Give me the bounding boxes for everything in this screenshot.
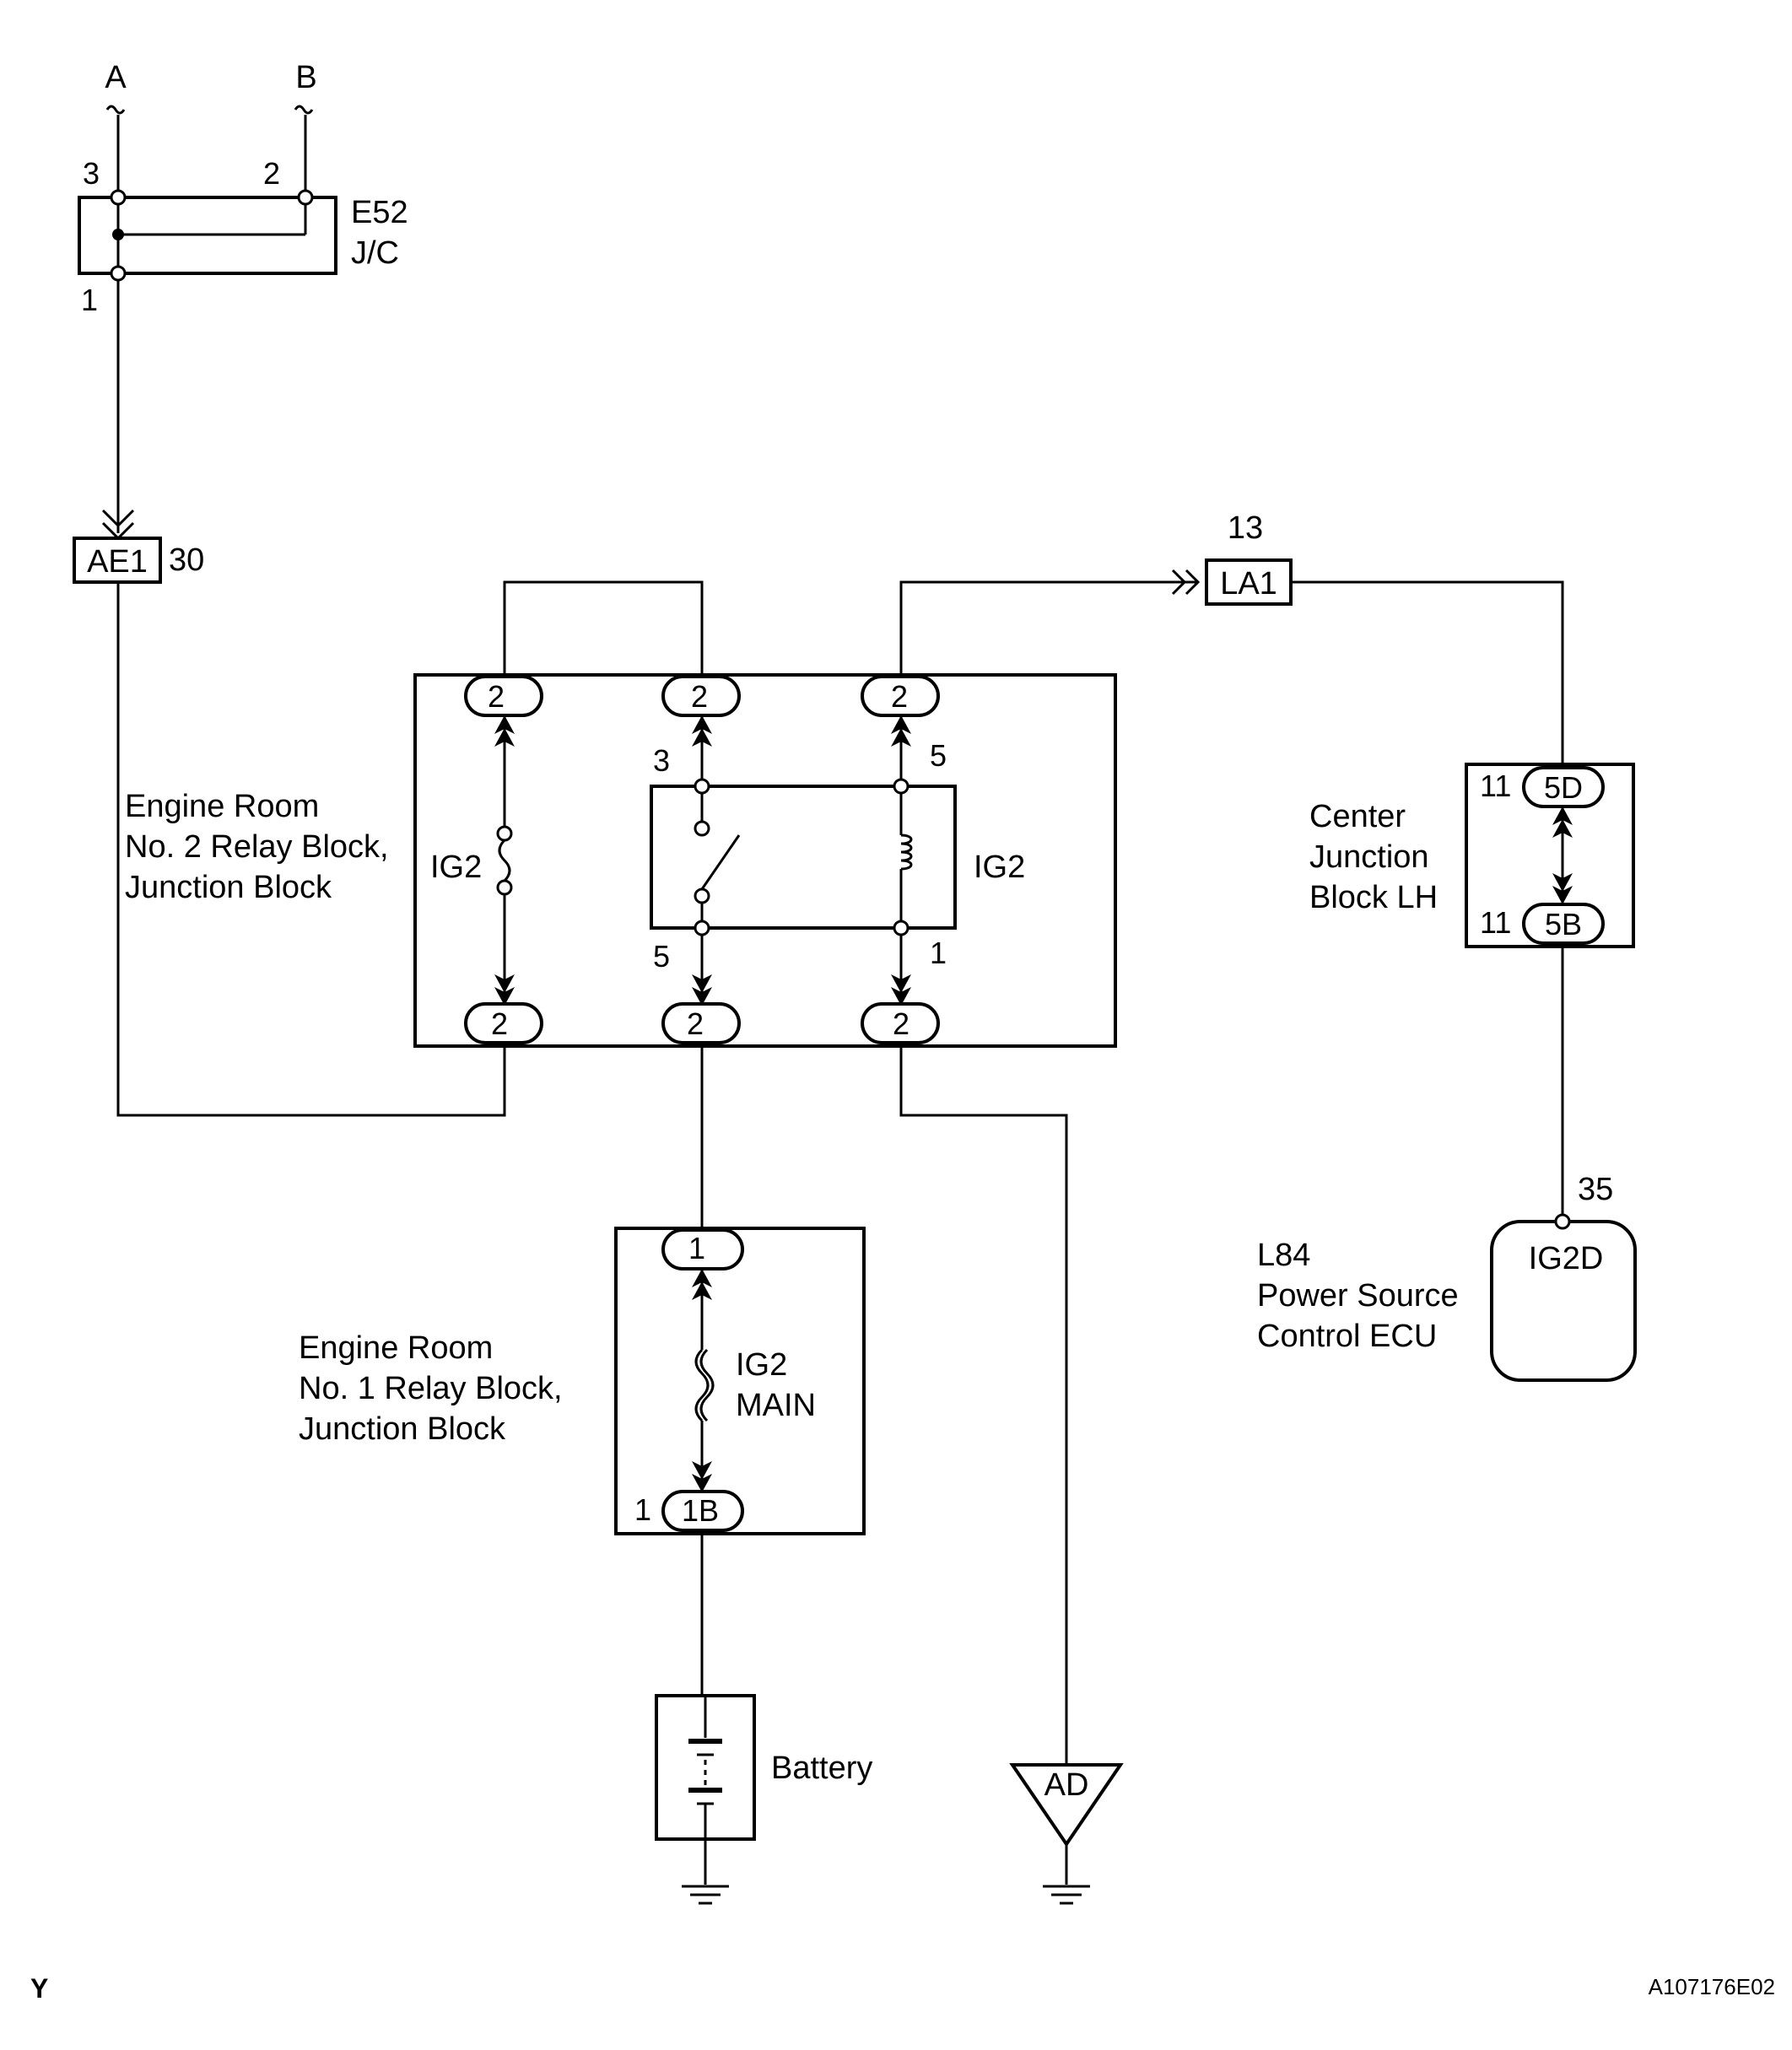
la1-pin: 13: [1228, 510, 1263, 546]
fuse-icon: [498, 839, 511, 882]
terminal-icon: [110, 265, 127, 282]
arrow-down-icon: [1552, 873, 1573, 892]
er2-fuse-label: IG2: [430, 850, 482, 885]
cjb-top-connector: 5D: [1522, 766, 1605, 808]
break-mark-icon: [294, 105, 314, 115]
ecu-name-line2: Control ECU: [1257, 1319, 1437, 1354]
relay-pin-5-bottom: 5: [653, 939, 670, 974]
e52-pin-3: 3: [83, 156, 100, 191]
er2-bottom-connector-3: 2: [861, 1002, 940, 1044]
ae1-code: AE1: [87, 544, 148, 580]
relay-switch-icon: [700, 834, 741, 890]
input-a: A: [105, 60, 127, 191]
svg-text:1: 1: [688, 1231, 705, 1265]
svg-text:2: 2: [687, 1006, 704, 1041]
e52-code: E52: [351, 195, 408, 230]
er1-top-connector: 1: [661, 1228, 744, 1270]
l84-power-source-control-ecu: IG2D 35: [1490, 1172, 1637, 1382]
ground-icon: [1043, 1885, 1090, 1905]
battery-label: Battery: [771, 1751, 872, 1786]
relay-pin-5-top: 5: [930, 738, 947, 773]
er1-bottom-connector: 1B: [661, 1490, 744, 1532]
er2-bottom-connector-2: 2: [661, 1002, 741, 1044]
e52-pin-2: 2: [263, 156, 280, 191]
arrow-up-icon: [692, 1269, 712, 1287]
er2-relay-label: IG2: [974, 850, 1025, 885]
input-b-label: B: [295, 60, 316, 95]
connector-arrow-icon: [1171, 569, 1201, 596]
ae1-pin: 30: [169, 542, 204, 578]
break-mark-icon: [105, 105, 126, 115]
svg-text:2: 2: [893, 1006, 909, 1041]
arrow-up-icon: [1552, 807, 1573, 825]
la1-code: LA1: [1220, 566, 1277, 602]
footer-right: A107176E02: [1649, 1974, 1775, 1999]
engine-room-no1-relay-block: 1 1B 1 IG2 MAIN: [614, 1227, 866, 1535]
ecu-code: L84: [1257, 1238, 1310, 1273]
arrow-down-icon: [494, 974, 515, 993]
input-a-label: A: [105, 60, 127, 95]
battery: Battery: [655, 1694, 872, 1841]
la1-connector: LA1 13: [1205, 510, 1293, 606]
cjb-name-line2: Junction: [1309, 839, 1429, 875]
cjb-name-line1: Center: [1309, 799, 1406, 834]
relay-pin-3: 3: [653, 743, 670, 778]
svg-text:1B: 1B: [682, 1493, 719, 1528]
er2-top-connector-2: 2: [661, 675, 741, 717]
er1-name-line1: Engine Room: [299, 1330, 493, 1366]
er1-fuse-label-line2: MAIN: [736, 1388, 816, 1423]
er2-name-line1: Engine Room: [125, 789, 319, 824]
svg-text:2: 2: [891, 679, 908, 714]
cjb-name-line3: Block LH: [1309, 880, 1438, 915]
cjb-top-pin: 11: [1480, 769, 1511, 803]
relay-pin-1: 1: [930, 936, 947, 970]
svg-text:2: 2: [488, 679, 505, 714]
er2-top-connector-1: 2: [464, 675, 543, 717]
e52-pin-1: 1: [81, 283, 98, 317]
footer-left: Y: [30, 1973, 48, 2004]
svg-text:2: 2: [491, 1006, 508, 1041]
er2-bottom-connector-1: 2: [464, 1002, 543, 1044]
terminal-icon: [1554, 1213, 1571, 1230]
e52-junction-connector: 3 2 1 E52 J/C: [78, 156, 408, 317]
engine-room-no2-relay-block: 2 2 2 2 2 2 IG2: [413, 580, 1117, 1048]
ecu-pin: 35: [1578, 1172, 1613, 1207]
svg-text:5D: 5D: [1544, 770, 1583, 805]
ground-ad-label: AD: [1044, 1767, 1089, 1803]
cjb-bottom-connector: 5B: [1522, 903, 1605, 945]
center-junction-block-lh: 5D 11 5B 11: [1465, 763, 1635, 948]
er1-bottom-pin: 1: [634, 1492, 651, 1527]
er2-name-line2: No. 2 Relay Block,: [125, 829, 389, 865]
splice-dot-icon: [112, 229, 124, 240]
ground-point-ad: AD: [1009, 1763, 1124, 1885]
cjb-bottom-pin: 11: [1480, 905, 1511, 940]
ae1-connector: AE1 30: [73, 537, 204, 584]
svg-text:5B: 5B: [1545, 907, 1582, 941]
relay-coil-icon: [900, 833, 913, 871]
ecu-name-line1: Power Source: [1257, 1278, 1459, 1314]
e52-name: J/C: [351, 235, 399, 271]
er1-fuse-label-line1: IG2: [736, 1347, 787, 1383]
svg-text:2: 2: [691, 679, 708, 714]
terminal-icon: [110, 189, 127, 206]
ground-icon: [682, 1885, 729, 1905]
input-b: B: [294, 60, 317, 191]
er2-name-line3: Junction Block: [125, 870, 332, 905]
terminal-icon: [297, 189, 314, 206]
fusible-link-icon: [694, 1348, 710, 1422]
arrow-up-icon: [494, 715, 515, 734]
er1-name-line2: No. 1 Relay Block,: [299, 1371, 563, 1406]
er2-top-connector-3: 2: [861, 675, 940, 717]
er1-name-line3: Junction Block: [299, 1411, 506, 1447]
ecu-terminal: IG2D: [1529, 1241, 1604, 1276]
arrow-down-icon: [692, 1461, 712, 1480]
